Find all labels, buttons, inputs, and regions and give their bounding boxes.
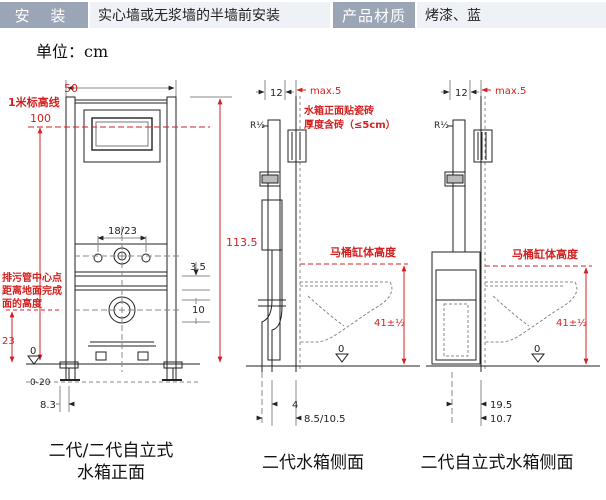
dim-8-3-label: 8.3: [40, 400, 56, 411]
height-label: 113.5: [226, 236, 258, 249]
frame-post-side: [267, 119, 281, 361]
install-tag: 安 装: [0, 2, 88, 28]
side-b-zero-mark: 0: [534, 344, 540, 355]
tile-note-line-1: 水箱正面贴瓷砖: [303, 104, 374, 117]
bolt-right: [141, 253, 151, 263]
install-value: 实心墙或无浆墙的半墙前安装: [90, 2, 330, 28]
tile-note-line-2: 厚度含砖（≤5cm）: [304, 118, 396, 131]
frame-right-post: [166, 96, 177, 381]
drain-note-line-3: 面的高度: [2, 297, 43, 310]
width-label: 50: [64, 82, 78, 95]
material-tag: 产品材质: [333, 2, 415, 28]
side-view-freestanding: [426, 80, 600, 426]
freestanding-support: [431, 251, 481, 365]
dim-10-label: 10: [192, 305, 205, 316]
side-b-dim-10-7: 10.7: [490, 414, 512, 425]
flush-button-side-b: [473, 129, 493, 163]
side-a-max: max.5: [310, 86, 341, 97]
flush-button-side: [287, 129, 307, 163]
side-b-dim-12: 12: [455, 88, 468, 99]
one-meter-value: 100: [30, 112, 51, 125]
front-view: [6, 80, 232, 412]
front-caption-line-2: 水箱正面: [77, 463, 145, 483]
tank-body: [261, 199, 283, 251]
dim-23-label: 23: [2, 336, 15, 347]
side-a-caption: 二代水箱侧面: [262, 453, 364, 473]
frame-left-post: [65, 96, 76, 381]
front-view-caption: 二代/二代自立式 水箱正面: [36, 440, 186, 484]
side-a-zero-mark: 0: [338, 344, 344, 355]
side-b-bowl-height: 马桶缸体高度: [512, 247, 579, 261]
bolt-spacing-label: 18/23: [108, 226, 137, 237]
bracket-upper: [259, 171, 281, 187]
floor-range-label: 0-20: [30, 378, 51, 388]
toilet-bowl-outline-b: [485, 281, 578, 343]
toilet-bowl-outline: [300, 281, 393, 343]
side-a-dim-12: 12: [270, 88, 283, 99]
side-b-dim-41: 41±½: [556, 317, 587, 329]
side-b-radius: R½: [434, 121, 449, 131]
side-b-caption: 二代自立式水箱侧面: [420, 453, 574, 473]
side-a-radius: R½: [250, 121, 265, 131]
side-a-bowl-height: 马桶缸体高度: [330, 245, 397, 259]
side-a-dim-8-5: 8.5/10.5: [304, 414, 346, 425]
one-meter-line-label: 1米标高线: [8, 95, 60, 109]
cistern-panel: [83, 109, 161, 163]
drain-note-line-1: 排污管中心点: [2, 271, 62, 284]
side-a-dim-41: 41±½: [374, 317, 405, 329]
flush-plate: [91, 117, 153, 151]
drain-note-line-2: 距离地面完成: [2, 284, 62, 297]
side-a-dim-4: 4: [292, 400, 298, 411]
unit-label: 单位：cm: [36, 42, 109, 61]
side-b-dim-19-5: 19.5: [490, 400, 512, 411]
side-b-max: max.5: [495, 86, 526, 97]
dim-3-5-label: 3.5: [190, 262, 206, 273]
front-zero-mark: 0: [30, 346, 36, 357]
bolt-left: [93, 253, 103, 263]
side-view-second-gen: [246, 80, 420, 426]
front-caption-line-1: 二代/二代自立式: [48, 441, 174, 461]
material-value: 烤漆、蓝: [417, 2, 606, 28]
